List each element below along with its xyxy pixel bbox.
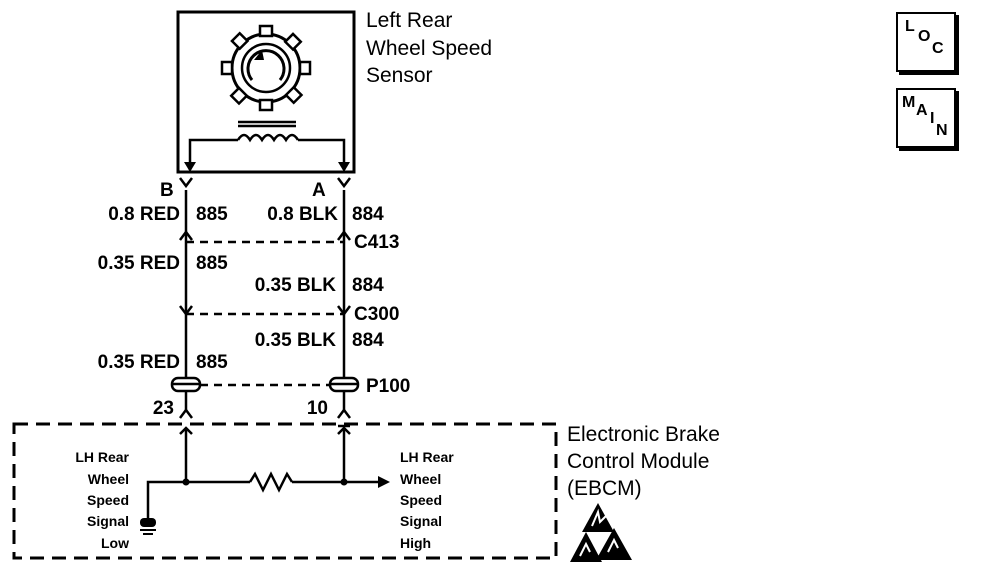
resistor-icon — [248, 471, 294, 493]
wire-b-seg2-color: 0.35 RED — [98, 253, 180, 274]
sensor-title-line-3: Sensor — [366, 64, 433, 87]
low-label-line-2: Wheel — [88, 471, 129, 487]
wire-a-seg1-color: 0.8 BLK — [267, 204, 338, 225]
main-letter-n: N — [936, 122, 948, 139]
connector-c300: C300 — [354, 304, 399, 325]
high-label-line-4: Signal — [400, 513, 442, 529]
wire-b-seg1-circuit: 885 — [196, 204, 228, 225]
module-title-line-3: (EBCM) — [567, 477, 642, 500]
signal-arrow-icon — [378, 476, 390, 488]
loc-letter-o: O — [918, 28, 931, 45]
low-label-line-5: Low — [101, 535, 129, 551]
loc-button[interactable]: L O C — [896, 12, 956, 72]
p100-grommet-b — [170, 376, 202, 393]
tone-wheel-icon — [220, 24, 312, 112]
coil-icon — [188, 120, 346, 170]
sensor-box — [176, 10, 356, 174]
connector-c413: C413 — [354, 232, 399, 253]
wire-b-seg3-color: 0.35 RED — [98, 352, 180, 373]
ground-icon — [140, 518, 156, 535]
ebcm-box — [12, 422, 558, 560]
sensor-title-line-1: Left Rear — [366, 9, 452, 32]
terminal-b-label: B — [160, 180, 174, 201]
loc-letter-c: C — [932, 40, 944, 57]
wire-a-seg2-circuit: 884 — [352, 275, 384, 296]
wire-a-seg3-color: 0.35 BLK — [255, 330, 337, 351]
wire-a-seg3-circuit: 884 — [352, 330, 384, 351]
pin-a-number: 10 — [307, 398, 328, 419]
high-label-line-1: LH Rear — [400, 449, 454, 465]
pin-b-number: 23 — [153, 398, 174, 419]
p100-grommet-a — [328, 376, 360, 393]
loc-letter-l: L — [905, 18, 915, 35]
wire-b-seg2-circuit: 885 — [196, 253, 228, 274]
wire-b-seg3-circuit: 885 — [196, 352, 228, 373]
terminal-a-label: A — [312, 180, 326, 201]
low-label-line-4: Signal — [87, 513, 129, 529]
wire-b-seg1-color: 0.8 RED — [108, 204, 180, 225]
main-letter-i: I — [930, 110, 935, 127]
wire-a-seg2-color: 0.35 BLK — [255, 275, 337, 296]
sensor-title-line-2: Wheel Speed — [366, 37, 492, 60]
wire-a-seg1-circuit: 884 — [352, 204, 384, 225]
high-label-line-2: Wheel — [400, 471, 441, 487]
low-label-line-3: Speed — [87, 492, 129, 508]
esd-warning-icon — [570, 503, 632, 562]
high-label-line-5: High — [400, 535, 431, 551]
module-title-line-1: Electronic Brake — [567, 423, 720, 446]
main-letter-a: A — [916, 102, 928, 119]
connector-p100: P100 — [366, 376, 410, 397]
high-label-line-3: Speed — [400, 492, 442, 508]
main-button[interactable]: M A I N — [896, 88, 956, 148]
low-label-line-1: LH Rear — [75, 449, 129, 465]
main-letter-m: M — [902, 94, 916, 111]
module-title-line-2: Control Module — [567, 450, 709, 473]
